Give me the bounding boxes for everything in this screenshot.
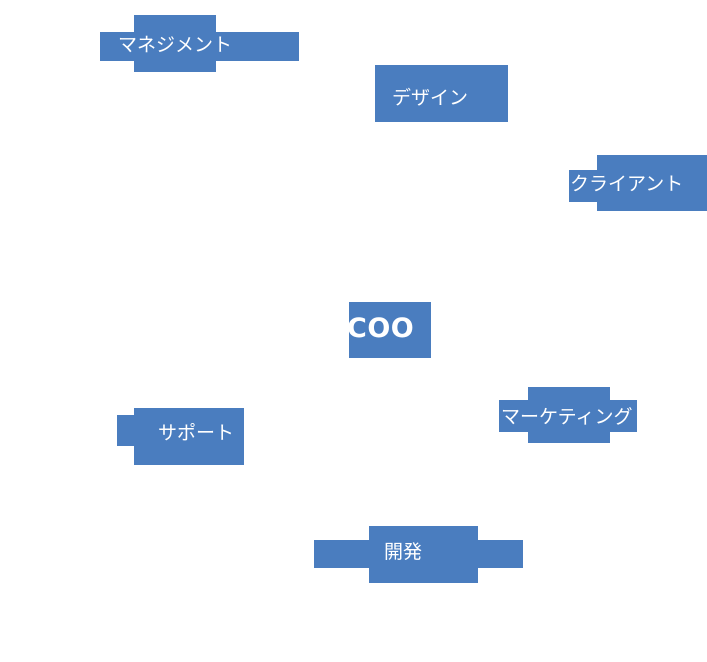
node-label-client: クライアント <box>570 173 684 195</box>
node-shape <box>569 170 609 202</box>
node-shape <box>117 415 147 446</box>
node-label-design: デザイン <box>392 87 469 109</box>
node-label-coo: COO <box>347 313 415 344</box>
node-label-support: サポート <box>158 422 235 444</box>
node-label-development: 開発 <box>384 541 423 563</box>
node-shape <box>134 408 244 465</box>
node-shape <box>314 540 523 568</box>
node-shape <box>597 155 707 211</box>
node-shape <box>499 400 637 432</box>
node-shape <box>349 302 431 358</box>
node-shape <box>375 65 508 122</box>
node-shape <box>100 32 299 61</box>
node-label-marketing: マーケティング <box>501 406 633 428</box>
node-label-management: マネジメント <box>118 34 233 56</box>
